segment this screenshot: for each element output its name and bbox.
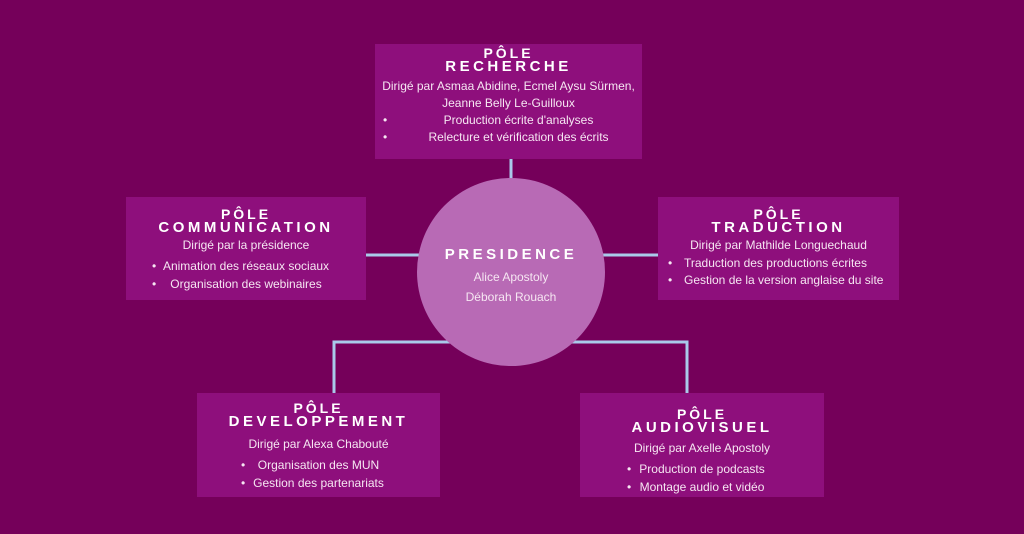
connector-audiovisuel	[572, 340, 689, 393]
pole-lead: Dirigé par Asmaa Abidine, Ecmel Aysu Sür…	[382, 79, 635, 110]
presidence-name: Déborah Rouach	[465, 290, 557, 304]
list-item: •Organisation des MUN	[241, 458, 380, 472]
list-item: •Relecture et vérification des écrits	[383, 130, 609, 144]
pole-recherche-box: PÔLE RECHERCHE Dirigé par Asmaa Abidine,…	[375, 44, 642, 159]
pole-label: PÔLE	[293, 400, 344, 416]
list-item: •Gestion de la version anglaise du site	[668, 273, 884, 287]
pole-name-audiovisuel: AUDIOVISUEL	[631, 419, 773, 436]
pole-label: PÔLE	[676, 406, 728, 422]
pole-audiovisuel-box: PÔLE AUDIOVISUEL Dirigé par Axelle Apost…	[580, 393, 824, 497]
pole-communication-box: PÔLE COMMUNICATION Dirigé par la préside…	[126, 197, 366, 300]
pole-developpement-box: PÔLE DEVELOPPEMENT Dirigé par Alexa Chab…	[197, 393, 440, 497]
presidence-name: Alice Apostoly	[473, 270, 549, 284]
pole-label: PÔLE	[220, 206, 272, 222]
pole-lead: Dirigé par Alexa Chabouté	[248, 437, 389, 451]
presidence-circle: PRESIDENCE Alice Apostoly Déborah Rouach	[417, 178, 605, 366]
list-item: •Traduction des productions écrites	[668, 256, 867, 270]
pole-items: •Production de podcasts •Montage audio e…	[580, 460, 824, 496]
list-item: •Animation des réseaux sociaux	[152, 259, 330, 273]
pole-name-traduction: TRADUCTION	[711, 219, 846, 236]
pole-items: •Production écrite d'analyses •Relecture…	[375, 112, 642, 146]
connector-developpement	[332, 340, 450, 393]
list-item: •Production de podcasts	[627, 462, 765, 476]
list-item: •Organisation des webinaires	[152, 277, 322, 291]
pole-lead: Dirigé par Mathilde Longuechaud	[690, 238, 867, 252]
list-item: •Gestion des partenariats	[241, 476, 384, 490]
pole-items: •Animation des réseaux sociaux •Organisa…	[126, 257, 366, 293]
list-item: •Production écrite d'analyses	[383, 113, 594, 127]
pole-lead: Dirigé par la présidence	[182, 238, 310, 252]
pole-lead: Dirigé par Axelle Apostoly	[633, 441, 771, 455]
presidence-title: PRESIDENCE	[444, 246, 578, 263]
pole-traduction-box: PÔLE TRADUCTION Dirigé par Mathilde Long…	[658, 197, 899, 300]
pole-name-communication: COMMUNICATION	[158, 219, 334, 236]
pole-items: •Traduction des productions écrites •Ges…	[658, 255, 899, 289]
list-item: •Montage audio et vidéo	[627, 480, 765, 494]
pole-items: •Organisation des MUN •Gestion des parte…	[197, 456, 440, 492]
pole-label: PÔLE	[753, 206, 804, 222]
pole-name-developpement: DEVELOPPEMENT	[228, 413, 409, 430]
pole-name-recherche: RECHERCHE	[445, 58, 572, 75]
pole-label: PÔLE	[483, 45, 534, 61]
